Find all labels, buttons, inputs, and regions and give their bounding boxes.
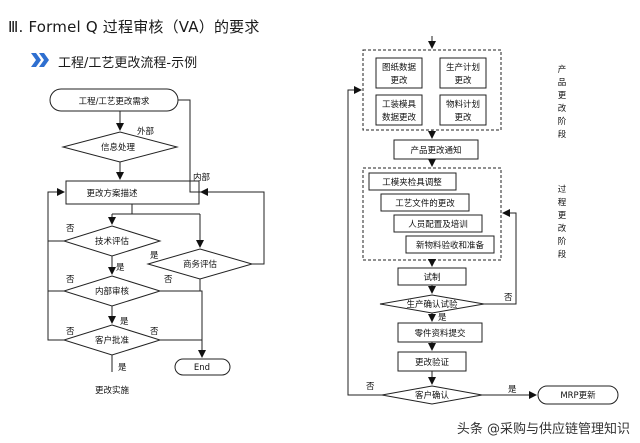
no-label-2: 否	[66, 275, 75, 285]
yes-label-r2: 是	[508, 385, 517, 395]
end-label: End	[194, 363, 210, 373]
no-label-1: 否	[66, 224, 75, 234]
process-doc-box	[380, 193, 470, 212]
no-label-4: 否	[66, 327, 75, 337]
yes-label-3: 是	[120, 317, 129, 327]
customer-approve-label: 客户批准	[95, 335, 130, 346]
end-node	[174, 358, 231, 376]
material-change-l2: 更改	[454, 112, 472, 123]
plan-change-box	[439, 57, 487, 89]
info-label: 信息处理	[101, 142, 136, 153]
material-check-box	[405, 235, 495, 254]
trial-label: 试制	[423, 272, 440, 283]
stage-char: 改	[558, 103, 567, 114]
customer-confirm-label: 客户确认	[415, 390, 450, 401]
tooling-change-l1: 工装模具	[382, 99, 417, 110]
yes-label-2: 是	[116, 263, 125, 273]
parts-submit-label: 零件资料提交	[414, 328, 466, 339]
no-label-3: 否	[164, 275, 173, 285]
stage-char: 改	[558, 223, 567, 234]
outside-label: 外部	[137, 126, 155, 137]
confirm-trial-label: 生产确认试验	[406, 299, 458, 310]
verify-label: 更改验证	[415, 357, 450, 368]
stage-char: 过	[558, 184, 567, 195]
material-change-l1: 物料计划	[446, 99, 480, 110]
tooling-change-box	[375, 94, 423, 126]
yes-label-1: 是	[150, 251, 159, 261]
subtitle: 工程/工艺更改流程-示例	[58, 56, 198, 71]
mrp-label: MRP更新	[560, 390, 596, 401]
tech-eval-label: 技术评估	[95, 236, 130, 247]
yes-label-4: 是	[118, 363, 127, 373]
tooling-change-l2: 数据更改	[382, 112, 417, 123]
inside-label: 内部	[193, 172, 211, 183]
stage-char: 产	[558, 64, 567, 75]
internal-review-label: 内部审核	[95, 286, 130, 297]
implement-label: 更改实施	[95, 385, 130, 396]
no-label-r1: 否	[504, 293, 513, 303]
page-title: Ⅲ. Formel Q 过程审核（VA）的要求	[8, 18, 260, 36]
customer-confirm-decision	[381, 385, 483, 405]
drawing-change-l1: 图纸数据	[382, 62, 417, 73]
describe-label: 更改方案描述	[86, 188, 138, 199]
drawing-change-box	[375, 57, 423, 89]
plan-change-l2: 更改	[454, 75, 472, 86]
gauge-adjust-label: 工模夹检具调整	[382, 177, 442, 188]
double-chevron-icon	[31, 53, 49, 67]
process-doc-label: 工艺文件的更改	[395, 198, 455, 209]
gauge-adjust-box	[368, 172, 457, 191]
parts-submit-box	[397, 322, 483, 343]
mrp-node	[537, 385, 619, 405]
notice-label: 产品更改通知	[410, 145, 461, 156]
staff-training-box	[393, 214, 483, 233]
staff-training-label: 人员配置及培训	[408, 219, 468, 230]
stage-char: 程	[558, 198, 567, 208]
stage-char: 段	[558, 129, 567, 140]
material-change-box	[439, 94, 487, 126]
plan-change-l1: 生产计划	[446, 62, 480, 73]
stage-char: 段	[558, 249, 567, 260]
stage-char: 更	[558, 211, 567, 221]
no-label-5: 否	[150, 327, 159, 337]
stage-char: 阶	[558, 236, 567, 247]
watermark: 头条 @采购与供应链管理知识	[456, 422, 630, 437]
notice-box	[393, 139, 479, 160]
yes-label-r1: 是	[438, 313, 447, 323]
biz-eval-label: 商务评估	[183, 259, 218, 270]
stage-char: 更	[558, 91, 567, 101]
stage-char: 阶	[558, 116, 567, 127]
drawing-change-l2: 更改	[390, 75, 408, 86]
no-label-r2: 否	[366, 382, 375, 392]
start-label: 工程/工艺更改需求	[79, 96, 150, 107]
stage-char: 品	[558, 78, 567, 88]
material-check-label: 新物料验收和准备	[416, 240, 485, 251]
